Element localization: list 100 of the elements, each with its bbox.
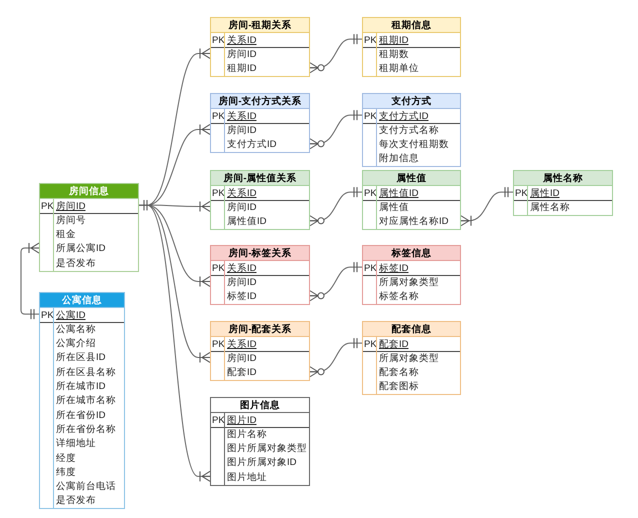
table-title: 房间-配套关系: [228, 323, 292, 336]
field-name: 属性值ID: [227, 215, 266, 228]
primary-key-label: PK: [364, 34, 377, 46]
table-title: 房间-租期关系: [228, 19, 292, 32]
entity-table: [39, 183, 139, 272]
field-name: 经度: [56, 452, 76, 464]
primary-key-label: PK: [212, 186, 225, 200]
entity-table: [210, 170, 310, 230]
entity-table: [210, 321, 310, 381]
key-field: 房间ID: [56, 200, 86, 212]
field-name: 配套ID: [227, 366, 256, 380]
primary-key-label: PK: [212, 338, 225, 350]
primary-key-label: PK: [41, 200, 54, 212]
field-name: 公寓介绍: [56, 337, 96, 350]
field-name: 对应属性名称ID: [379, 215, 448, 228]
key-field: 属性值ID: [379, 186, 418, 200]
field-name: 图片所属对象ID: [227, 456, 296, 470]
key-field: 支付方式ID: [379, 110, 428, 122]
primary-key-label: PK: [212, 110, 225, 122]
field-name: 所属公寓ID: [56, 242, 106, 256]
primary-key-label: PK: [212, 262, 225, 274]
field-name: 支付方式ID: [227, 138, 276, 152]
relationship-line: [20, 242, 40, 320]
relationship-line: [310, 110, 362, 150]
field-name: 配套图标: [379, 380, 419, 394]
primary-key-label: PK: [41, 308, 54, 322]
key-field: 配套ID: [379, 338, 408, 350]
table-title: 支付方式: [392, 95, 432, 108]
field-name: 房间ID: [227, 200, 256, 214]
table-title: 房间-支付方式关系: [218, 95, 302, 108]
field-name: 附加信息: [379, 152, 419, 166]
table-title: 图片信息: [240, 399, 280, 412]
field-name: 所在城市名称: [56, 394, 116, 408]
relationship-line: [310, 262, 362, 302]
field-name: 纬度: [56, 466, 76, 479]
field-name: 每次支付租期数: [379, 138, 449, 152]
table-title: 房间信息: [69, 185, 109, 198]
entity-table: [362, 170, 461, 230]
field-name: 所在省份ID: [56, 408, 106, 422]
field-name: 配套名称: [379, 366, 419, 380]
primary-key-label: PK: [212, 414, 225, 426]
primary-key-label: PK: [364, 186, 377, 200]
primary-key-label: PK: [515, 186, 528, 200]
table-title: 租期信息: [392, 19, 432, 32]
field-name: 所属对象类型: [379, 352, 439, 365]
key-field: 关系ID: [227, 262, 256, 274]
field-name: 租期单位: [379, 62, 419, 76]
field-name: 所在区县名称: [56, 366, 116, 379]
field-name: 房间ID: [227, 352, 256, 365]
field-name: 所在区县ID: [56, 351, 106, 364]
primary-key-label: PK: [364, 338, 377, 350]
entity-table: [39, 292, 125, 510]
relationship-line: [310, 338, 362, 378]
field-name: 房间ID: [227, 124, 256, 137]
field-name: 是否发布: [56, 256, 96, 270]
field-name: 公寓名称: [56, 322, 96, 336]
field-name: 所在城市ID: [56, 380, 106, 393]
table-title: 公寓信息: [62, 294, 102, 307]
key-field: 属性ID: [530, 186, 560, 200]
field-name: 详细地址: [56, 437, 96, 450]
field-name: 租期ID: [227, 62, 256, 76]
key-field: 关系ID: [227, 338, 256, 350]
entity-table: [362, 17, 461, 77]
primary-key-label: PK: [364, 110, 377, 122]
field-name: 属性名称: [530, 200, 570, 214]
entity-table: [362, 93, 461, 168]
entity-table: [210, 17, 310, 77]
entity-table: [362, 245, 461, 305]
primary-key-label: PK: [364, 262, 377, 274]
field-name: 属性值: [379, 200, 409, 214]
field-name: 公寓前台电话: [56, 480, 116, 494]
key-field: 租期ID: [379, 34, 408, 46]
field-name: 租期数: [379, 48, 409, 61]
field-name: 所属对象类型: [379, 276, 439, 289]
key-field: 关系ID: [227, 186, 256, 200]
entity-table: [362, 321, 461, 396]
field-name: 图片地址: [227, 470, 267, 484]
primary-key-label: PK: [212, 34, 225, 46]
field-name: 图片名称: [227, 428, 267, 441]
field-name: 是否发布: [56, 494, 96, 508]
table-title: 房间-标签关系: [228, 247, 292, 260]
field-name: 租金: [56, 228, 76, 242]
entity-table: [210, 93, 310, 153]
table-title: 属性名称: [543, 172, 583, 185]
relationship-line: [460, 186, 514, 226]
table-title: 属性值: [396, 172, 426, 185]
key-field: 标签ID: [379, 262, 408, 274]
field-name: 房间号: [56, 214, 86, 227]
table-title: 配套信息: [392, 323, 432, 336]
entity-table: [210, 397, 310, 486]
field-name: 所在省份名称: [56, 422, 116, 436]
entity-table: [210, 245, 310, 305]
key-field: 公寓ID: [56, 308, 86, 322]
field-name: 支付方式名称: [379, 124, 439, 137]
relationship-line: [310, 186, 362, 226]
field-name: 标签名称: [379, 290, 419, 304]
key-field: 图片ID: [227, 414, 256, 426]
field-name: 图片所属对象类型: [227, 442, 307, 456]
entity-table: [513, 170, 613, 216]
field-name: 房间ID: [227, 276, 256, 289]
